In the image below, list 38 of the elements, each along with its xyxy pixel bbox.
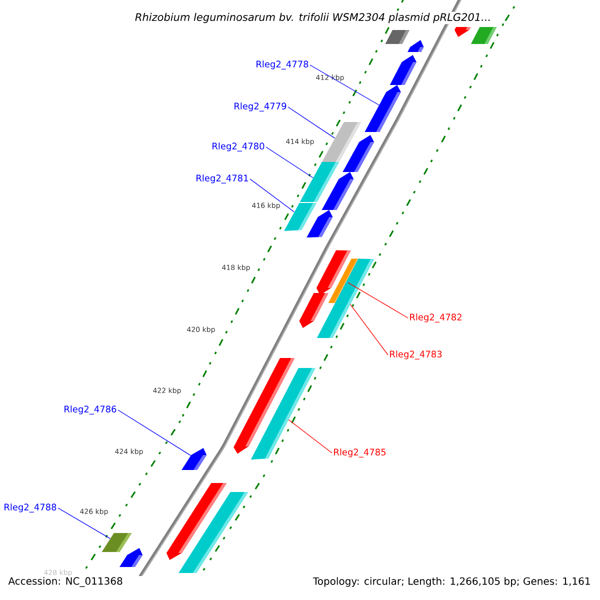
footer-text: Accession: NC_011368 <box>7 576 124 588</box>
gene-block <box>364 85 401 132</box>
gene-block <box>234 358 295 454</box>
gene-label: Rleg2_4786 <box>64 406 116 414</box>
gene-label: Rleg2_4781 <box>196 174 248 184</box>
gene-label: Rleg2_4788 <box>4 504 56 512</box>
gene-label: Rleg2_4785 <box>334 448 386 458</box>
gene-label: Rleg2_4783 <box>390 350 442 360</box>
leader-line <box>350 304 388 356</box>
gene-bar <box>470 27 497 44</box>
gene-label: Rleg2_4779 <box>234 102 286 112</box>
footer-text: Topology: circular; Length: 1,266,105 bp; Genes: 1,161 <box>312 576 592 588</box>
leader-line <box>348 282 408 318</box>
gene-bar <box>102 533 132 552</box>
gene-block <box>342 135 374 172</box>
leader-line <box>288 106 336 139</box>
leader-line <box>288 419 332 454</box>
leader-line <box>118 410 191 456</box>
leader-line <box>310 64 380 106</box>
gene-block <box>390 55 416 85</box>
gene-block <box>322 172 354 210</box>
gene-block <box>408 40 424 52</box>
gene-label: Rleg2_4778 <box>256 60 308 70</box>
title: Rhizobium leguminosarum bv. trifolii WSM2304 plasmid pRLG201... <box>134 12 492 24</box>
gene-bar <box>385 30 410 44</box>
leader-line <box>250 178 295 212</box>
leader-line <box>266 146 314 178</box>
gene-block <box>306 210 333 238</box>
leader-line <box>58 508 110 539</box>
gene-label: Rleg2_4782 <box>410 314 462 322</box>
gene-bar <box>178 492 248 573</box>
gene-block <box>316 250 351 295</box>
gene-label: Rleg2_4780 <box>212 142 264 152</box>
gene-block <box>182 448 207 470</box>
gene-bar <box>284 203 316 231</box>
gene-block <box>299 293 328 328</box>
gene-block <box>454 27 471 37</box>
gene-block <box>120 548 143 567</box>
